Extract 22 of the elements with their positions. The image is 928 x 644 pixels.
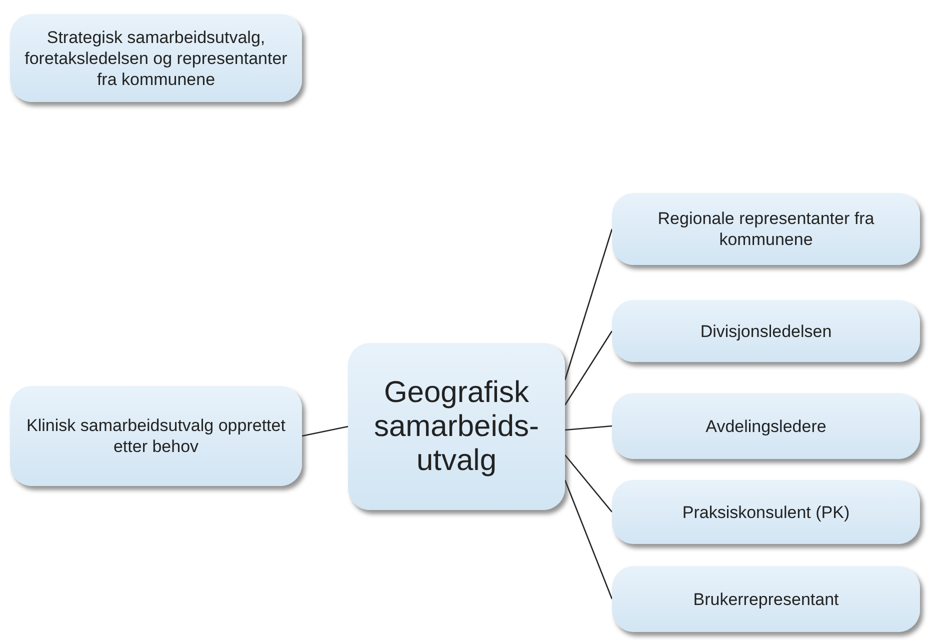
- rounded-box: [612, 566, 920, 632]
- box-label: Praksiskonsulent (PK): [682, 502, 850, 522]
- box-label: Brukerrepresentant: [693, 588, 839, 610]
- rounded-box: [10, 14, 302, 102]
- rounded-box: [348, 343, 565, 510]
- connector-line: [564, 425, 612, 431]
- box-label: Geografisk samarbeids- utvalg: [372, 376, 540, 478]
- box-label: Strategisk samarbeidsutvalg, foretaksledelsen og representanter fra kommunene: [24, 26, 288, 90]
- connector-line: [302, 426, 348, 437]
- connector-line: [564, 480, 613, 600]
- connector-line: [564, 454, 612, 512]
- rounded-box: [612, 480, 920, 544]
- rounded-box: [10, 386, 302, 486]
- connector-line: [564, 228, 613, 380]
- box-label: Avdelingsledere: [706, 416, 826, 436]
- rounded-box: [612, 193, 920, 265]
- connector-line: [564, 330, 613, 406]
- rounded-box: [612, 300, 920, 362]
- rounded-box: [612, 393, 920, 459]
- box-label: Divisjonsledelsen: [700, 320, 832, 342]
- box-label: Regionale representanter fra kommunene: [656, 208, 876, 250]
- box-label: Klinisk samarbeidsutvalg opprettet etter behov: [26, 415, 286, 457]
